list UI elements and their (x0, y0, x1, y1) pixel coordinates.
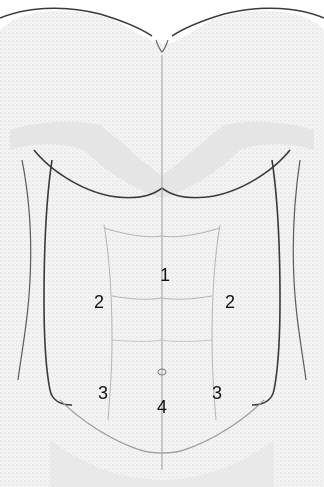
region-label-3-right: 3 (212, 384, 222, 402)
region-label-3-left: 3 (98, 384, 108, 402)
region-label-4: 4 (157, 398, 167, 416)
region-label-2-left: 2 (94, 293, 104, 311)
region-label-2-right: 2 (225, 293, 235, 311)
region-label-1: 1 (160, 266, 170, 284)
